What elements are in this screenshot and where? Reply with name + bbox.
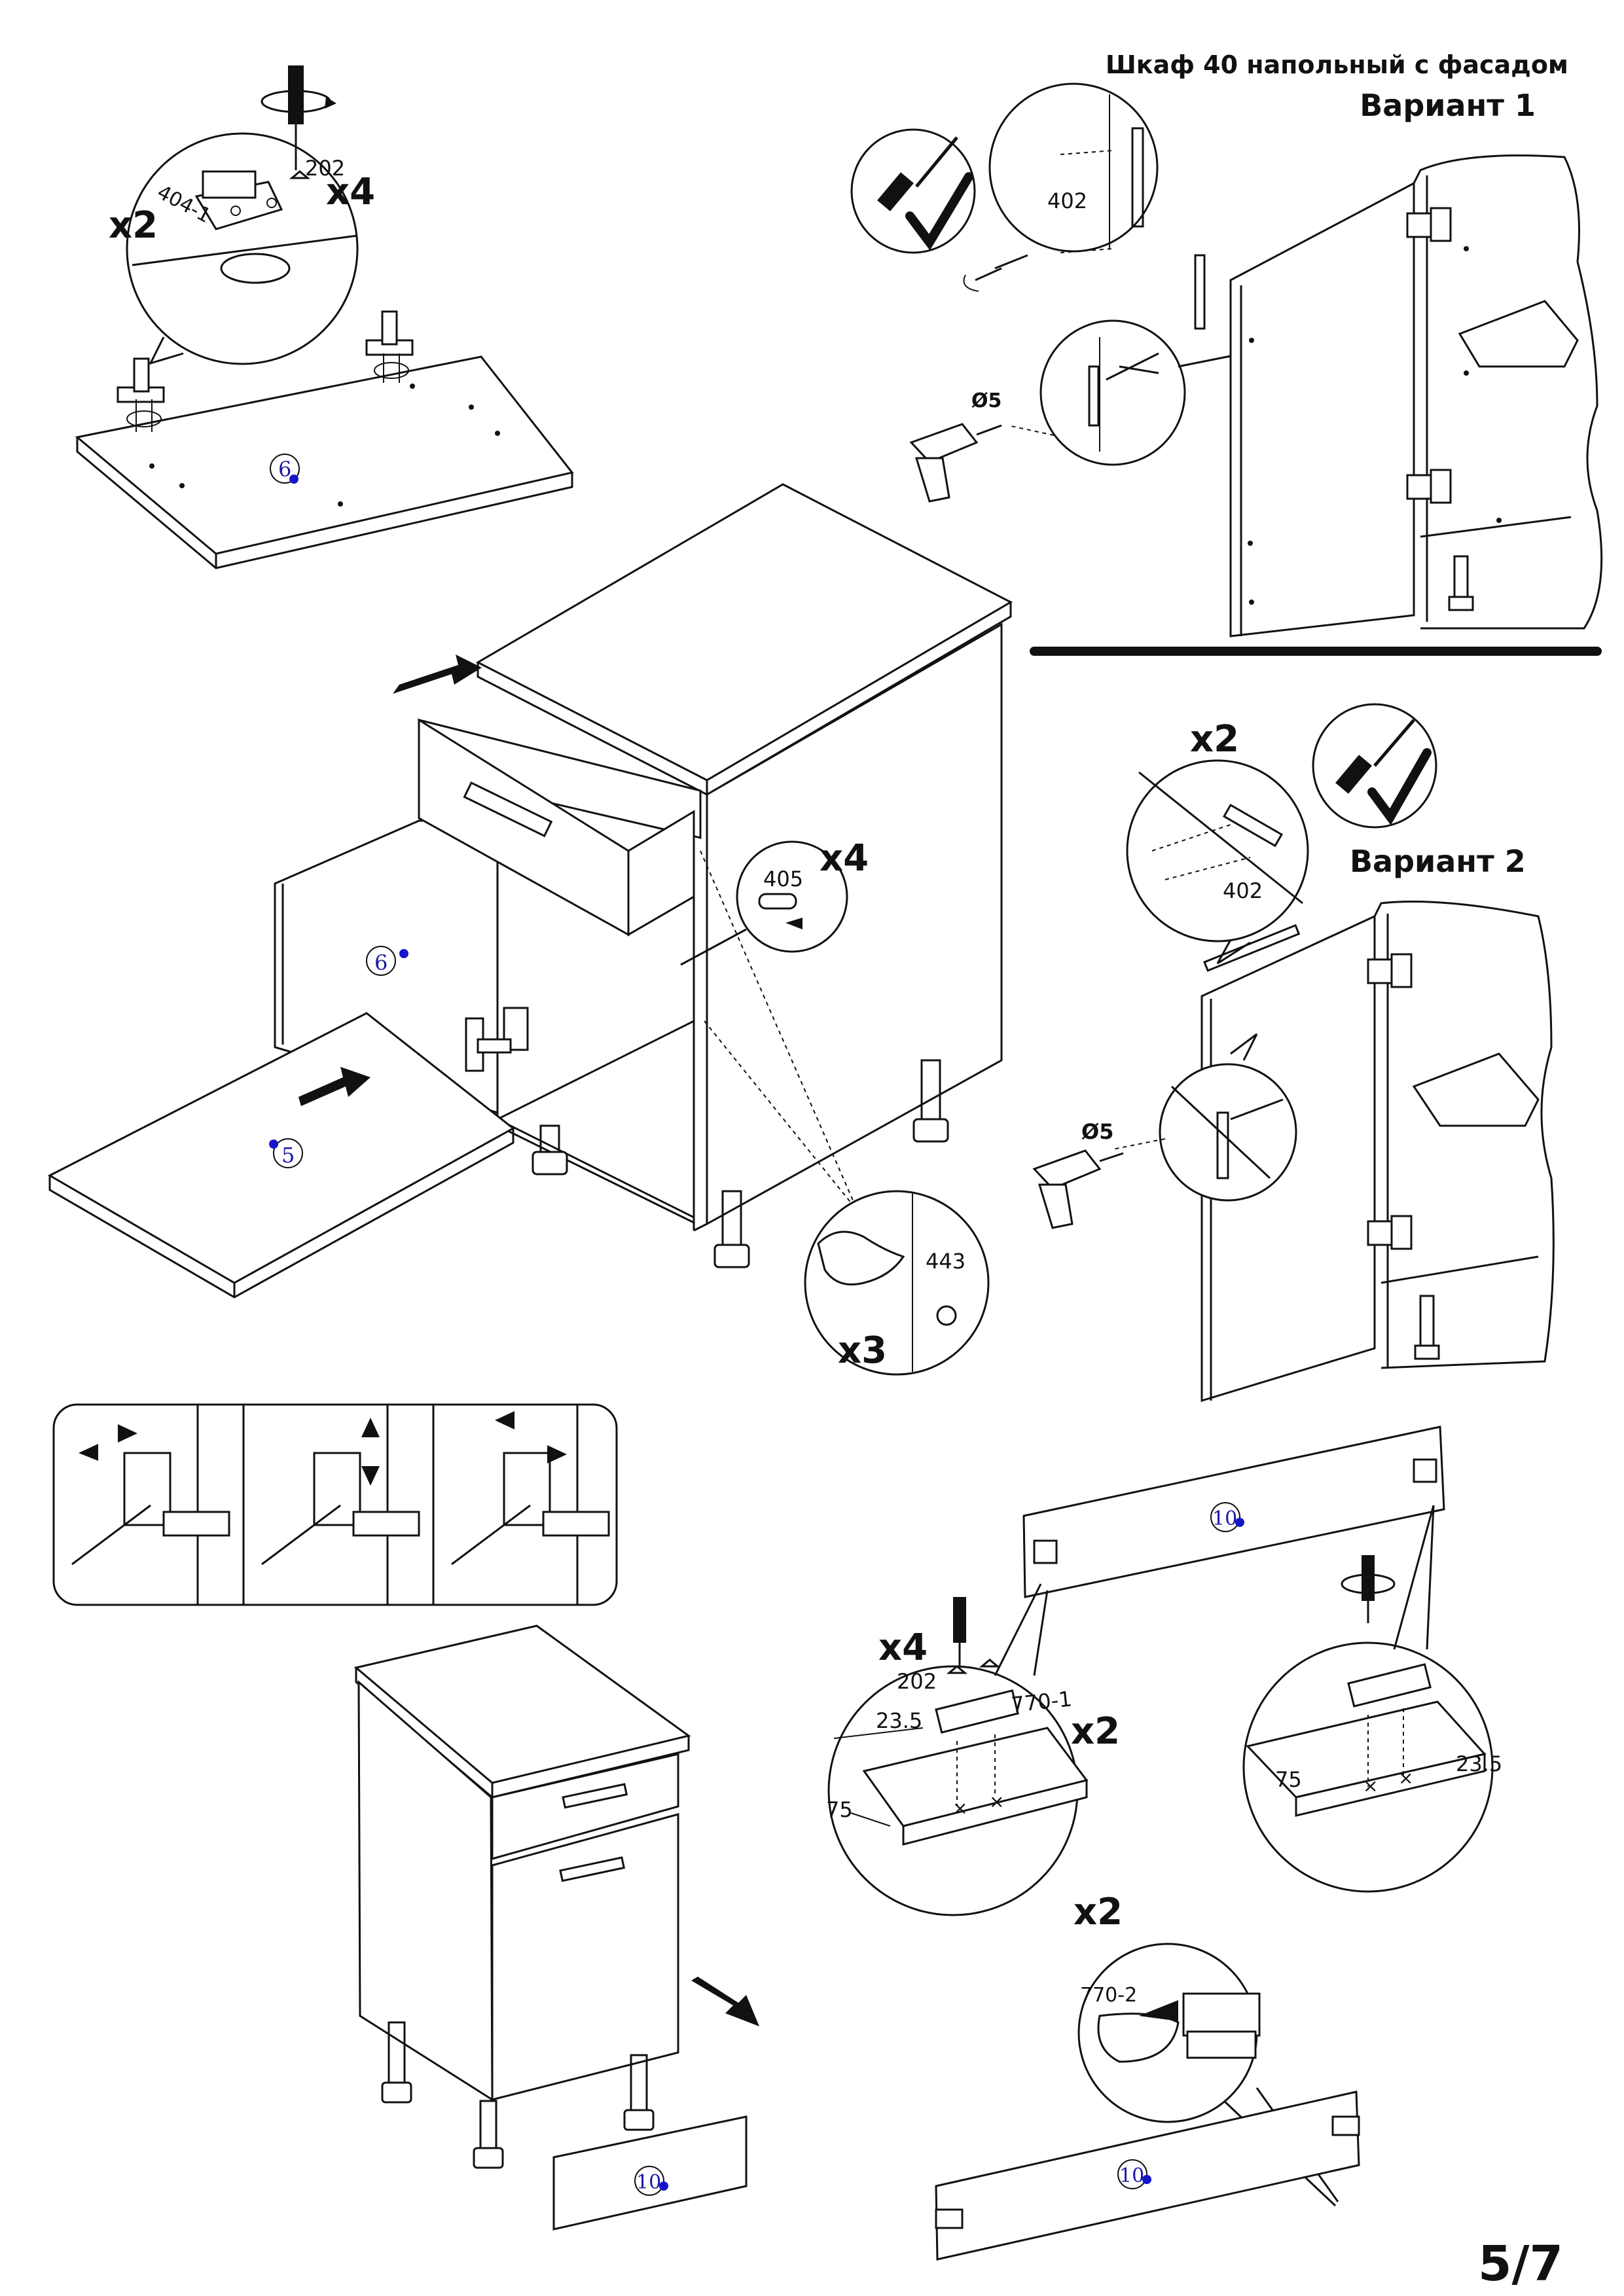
arrow-icon — [393, 655, 482, 694]
dowel-detail-callout — [736, 840, 848, 953]
checkmark-icon — [905, 172, 973, 251]
bracket-770-2 — [1182, 1992, 1261, 2037]
hinge-count: x2 — [109, 204, 158, 247]
arrow-icon — [118, 1424, 137, 1443]
clip-screw-label: 202 — [897, 1669, 937, 1694]
part-number-plinth-right: 10 — [1119, 2164, 1144, 2187]
arrow-icon — [1139, 2000, 1178, 2021]
door-handle-assembled — [559, 1856, 626, 1882]
hinge-icon — [1367, 1215, 1413, 1250]
side-panel-right — [706, 622, 1003, 1226]
svg-text:×: × — [989, 1791, 1004, 1812]
hinge-detail-callout — [126, 132, 359, 365]
variant-1-step: 402 Ø5 — [850, 82, 1603, 637]
drawer-handle — [463, 781, 553, 838]
drawer-front-assembled — [491, 1753, 679, 1860]
screwdriver-icon — [1335, 719, 1415, 794]
clip-count: x2 — [1071, 1710, 1120, 1753]
cabinet-assembly-step: 6 5 — [47, 483, 1013, 1376]
drill-icon — [909, 423, 1002, 503]
arrow-icon — [79, 1444, 98, 1461]
bottom-panel-step: 6 202 404-1 x2 x4 — [75, 65, 574, 569]
screwdriver-icon — [1341, 1555, 1396, 1623]
handle-screw-label-v1: 402 — [1047, 188, 1087, 213]
clip-screw-count: x4 — [878, 1626, 928, 1669]
arrow-icon — [298, 1067, 370, 1106]
handle-v2 — [1203, 924, 1301, 972]
page-title: Шкаф 40 напольный с фасадом — [1106, 50, 1568, 79]
arrow-icon — [495, 1411, 514, 1429]
part-number-plinth-left: 10 — [636, 2171, 661, 2194]
screwdriver-icon — [953, 1597, 966, 1666]
hinge-icon — [117, 357, 165, 432]
plinth-board-top — [1022, 1426, 1445, 1598]
svg-text:×: × — [1363, 1775, 1378, 1797]
handle-v1 — [1194, 254, 1206, 330]
hand-icon — [817, 1230, 905, 1285]
clip-770-1 — [935, 1689, 1019, 1734]
shelf-pin-label: 443 — [926, 1249, 965, 1274]
shelf-pin-detail-callout — [804, 1190, 990, 1376]
variant-2-step: 402 x2 Вариант 2 Ø5 — [1032, 703, 1555, 1403]
handle-screw-count-v2: x2 — [1190, 718, 1239, 761]
arrow-icon — [691, 1977, 759, 2026]
hinge-adjustment-strip — [52, 1403, 618, 1606]
dim-left-offset: 23.5 — [876, 1708, 922, 1733]
svg-text:×: × — [952, 1797, 967, 1819]
arrow-icon — [361, 1466, 380, 1486]
plinth-fitting-step: 10 × × 23.5 75 770-1 x2 x4 202 — [826, 1426, 1502, 2261]
arrow-icon — [785, 918, 803, 929]
handle-detail-callout-v2 — [1126, 759, 1309, 942]
arrow-icon — [361, 1418, 380, 1437]
screwdriver-icon — [261, 65, 336, 170]
plinth-panel — [552, 2115, 748, 2231]
hinge-icon — [365, 310, 414, 383]
dowel-label: 405 — [763, 867, 803, 891]
part-number-bottom: 6 — [278, 457, 291, 482]
door-v1 — [1229, 181, 1415, 637]
bottom-panel — [75, 355, 574, 555]
handle-screw-label-v2: 402 — [1223, 878, 1263, 903]
drawer-handle-assembled — [562, 1783, 628, 1809]
legs — [381, 2021, 655, 2169]
part-number-shelf: 5 — [281, 1143, 295, 1168]
drill-detail-callout — [1039, 319, 1186, 466]
hinge-icon — [1367, 953, 1413, 988]
variant-2-label: Вариант 2 — [1350, 844, 1526, 879]
hinge-icon — [1406, 207, 1452, 242]
drill-size-v1: Ø5 — [971, 389, 1001, 412]
bracket-label: 770-2 — [1080, 1984, 1137, 2007]
adjustment-frame — [52, 1403, 618, 1606]
shelf-pin-count: x3 — [838, 1329, 887, 1372]
dowel-count: x4 — [820, 837, 869, 880]
screwdriver-icon — [877, 136, 958, 211]
hinge-screw-count: x4 — [326, 171, 375, 213]
handle-detail-callout — [988, 82, 1159, 253]
dim-left-depth: 75 — [826, 1797, 853, 1822]
bracket-count: x2 — [1074, 1891, 1123, 1933]
door-assembled — [491, 1813, 679, 2101]
drill-size-v2: Ø5 — [1081, 1119, 1113, 1144]
legs — [532, 1059, 949, 1268]
part-number-plinth-top: 10 — [1212, 1507, 1237, 1530]
dim-right-depth: 75 — [1275, 1767, 1302, 1792]
checkmark-icon — [1367, 748, 1432, 825]
dim-right-offset: 23.5 — [1456, 1751, 1502, 1776]
part-number-side: 6 — [374, 950, 388, 975]
variant-1-label: Вариант 1 — [1360, 88, 1536, 123]
svg-text:×: × — [1398, 1767, 1413, 1789]
hinge-icon — [465, 1007, 529, 1072]
drill-icon — [1032, 1149, 1124, 1229]
page-number: 5/7 — [1478, 2236, 1563, 2292]
screw-202-label: 202 — [305, 156, 345, 181]
hinge-icon — [1406, 469, 1452, 504]
assembled-cabinet: 10 — [353, 1624, 759, 2231]
arrow-icon — [547, 1445, 567, 1463]
